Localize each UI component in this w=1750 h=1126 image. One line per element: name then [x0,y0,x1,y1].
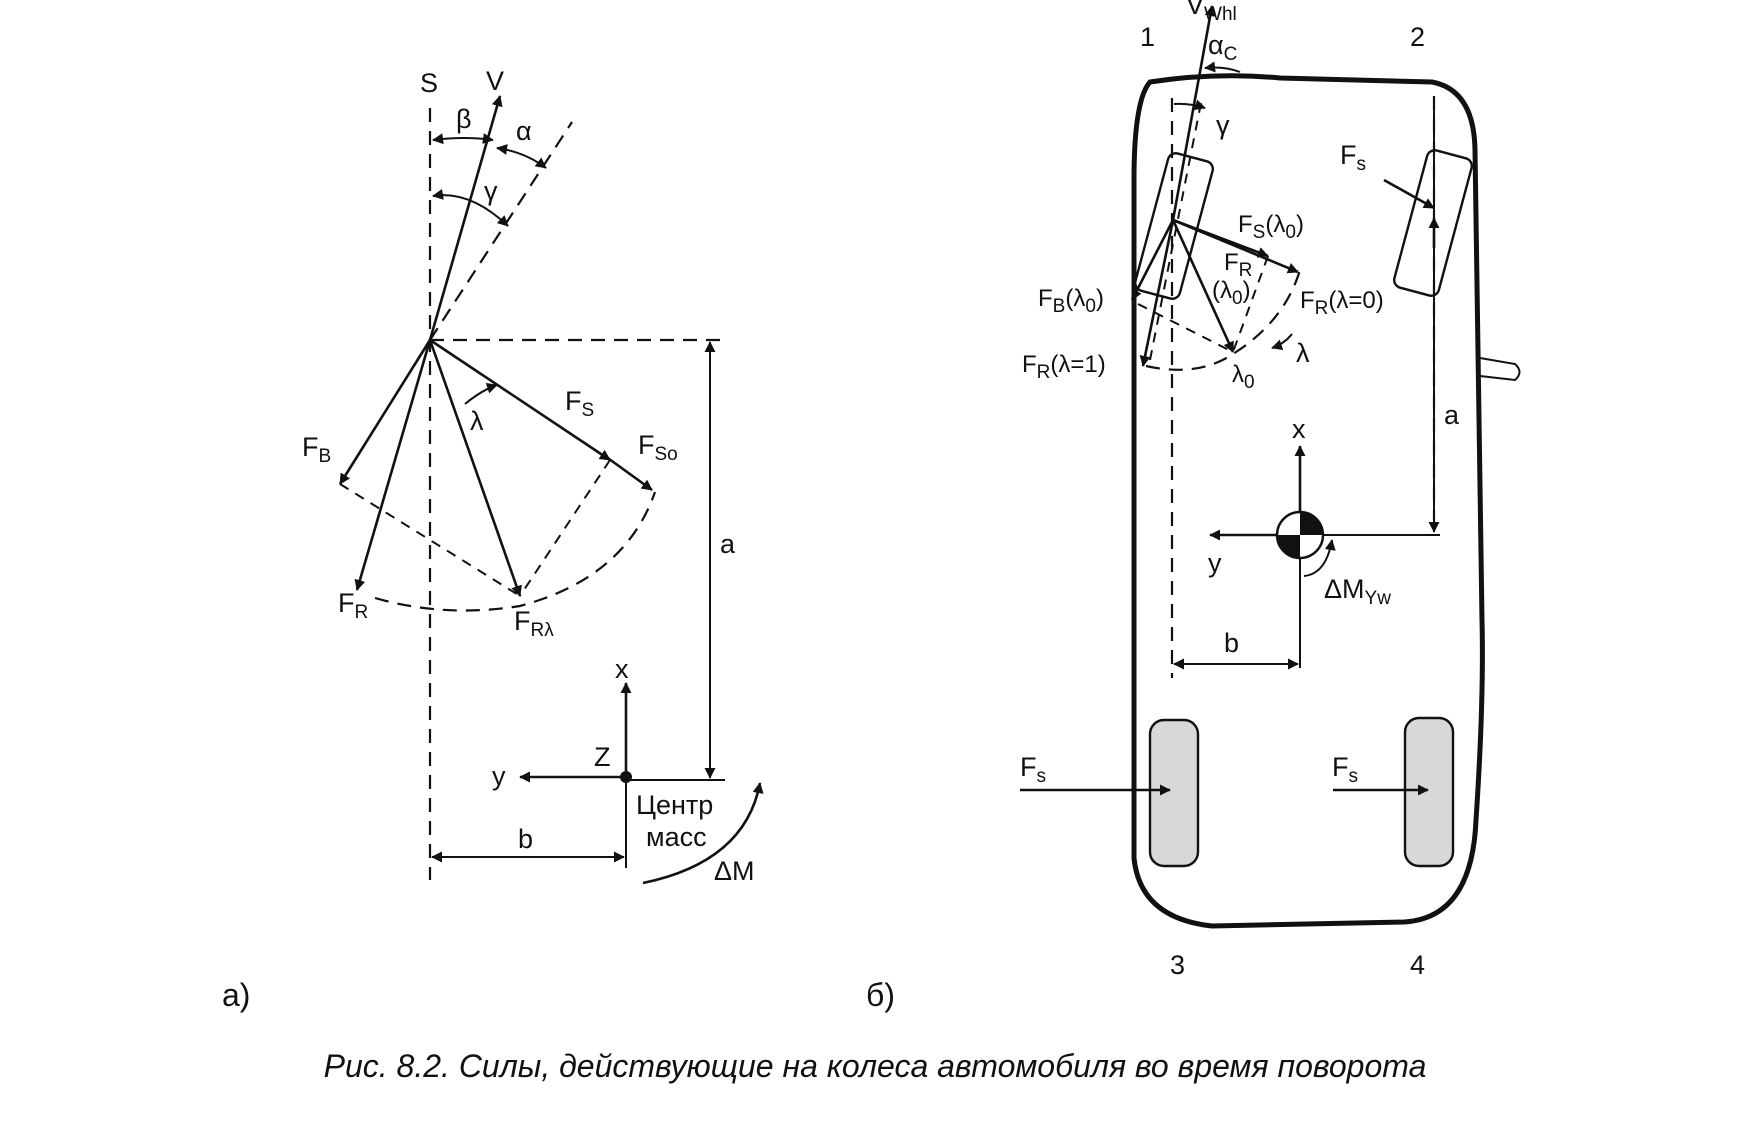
label-center-1: Центр [636,790,713,820]
lambda-small-arrow [1271,333,1293,351]
fso-vector-arrow [604,454,653,492]
label-a-b: a [1444,400,1460,430]
label-lambda: λ [470,406,484,436]
rear-right-wheel [1403,716,1455,868]
label-b: b [518,824,533,854]
label-center-2: масс [646,822,707,852]
label-delta-m: ΔM [714,856,755,886]
label-gamma-b: γ [1216,110,1230,140]
panel-a: S V β α γ λ FS FSo FB FR FRλ a x y Z Цен… [222,66,764,1013]
fr-lambda0-arrow [1171,219,1235,353]
label-x-b: x [1292,414,1306,444]
car-body-outline [1131,73,1485,929]
label-fr-lambda: FRλ [514,606,554,641]
gamma-angle-arc-b [1173,99,1206,111]
fr-vector-arrow [354,339,432,591]
label-alpha-c: αC [1208,30,1237,65]
label-beta: β [456,104,472,134]
label-fr-lambda0-1: FR [1224,249,1252,281]
wheel-direction-dash [429,121,573,341]
alpha-c-arc [1204,61,1241,73]
wheel-number-2: 2 [1410,22,1425,52]
friction-circle-b [1145,269,1302,371]
label-lambda-b: λ [1296,338,1310,368]
label-gamma: γ [484,176,498,206]
label-fs-rear-left: Fs [1020,752,1046,787]
fr-lambda-zero-arrow [1172,218,1299,274]
label-b-b: b [1224,628,1239,658]
label-fs-lambda0: FS(λ0) [1238,211,1304,243]
center-of-mass-symbol [1275,510,1325,560]
label-v: V [486,66,504,96]
construction-dash-b1 [1137,303,1234,353]
label-fs-front: Fs [1340,140,1366,175]
label-fr-lambda-eq-0: FR(λ=0) [1300,287,1384,319]
label-fr-lambda0-2: (λ0) [1212,277,1251,309]
fb-vector-arrow [338,339,432,485]
label-lambda0: λ0 [1232,361,1255,393]
fb-lambda0-arrow [1130,219,1175,301]
label-z: Z [594,742,611,772]
v-whl-vector-arrow [1171,5,1216,221]
label-y-b: y [1208,548,1222,578]
label-v-whl: VWhl [1186,0,1237,25]
label-a: a [720,529,736,559]
fr-lambda1-arrow [1139,219,1175,367]
lambda-angle-arc [464,382,498,405]
beta-angle-arc [432,133,494,145]
label-fs: FS [565,386,594,421]
fs-construction-dash [519,459,611,597]
wheel-number-1: 1 [1140,22,1155,52]
friction-circle-arc [374,491,657,612]
side-mirror [1479,357,1521,382]
figure-caption: Рис. 8.2. Силы, действующие на колеса ав… [323,1048,1427,1084]
label-delta-myw: ΔMYw [1324,574,1391,609]
label-y: y [492,761,506,791]
label-x: x [615,654,629,684]
front-left-wheel [1134,152,1214,300]
label-s: S [420,68,438,98]
label-fr: FR [338,588,368,623]
label-fr-lambda-eq-1: FR(λ=1) [1022,351,1106,383]
gamma-angle-arc [432,188,509,227]
label-fb-lambda0: FB(λ0) [1038,285,1104,317]
label-fso: FSo [638,430,678,465]
label-fb: FB [302,432,331,467]
label-alpha: α [516,116,532,146]
fs-vector-arrow [429,338,611,462]
wheel-number-3: 3 [1170,950,1185,980]
panel-b-tag: б) [866,977,895,1013]
fs-front-right-arrow [1383,178,1435,210]
panel-a-tag: а) [222,977,250,1013]
alpha-angle-arc [496,143,547,169]
delta-m-arc-arrow [642,782,764,885]
wheel-number-4: 4 [1410,950,1425,980]
delta-myw-arc [1303,539,1336,577]
label-fs-rear-right: Fs [1332,752,1358,787]
rear-left-wheel [1148,718,1200,868]
fr-lambda-vector-arrow [428,339,522,597]
panel-b: VWhl αC γ Fs FS(λ0) FR (λ0) FB(λ0) FR(λ=… [866,0,1521,1013]
